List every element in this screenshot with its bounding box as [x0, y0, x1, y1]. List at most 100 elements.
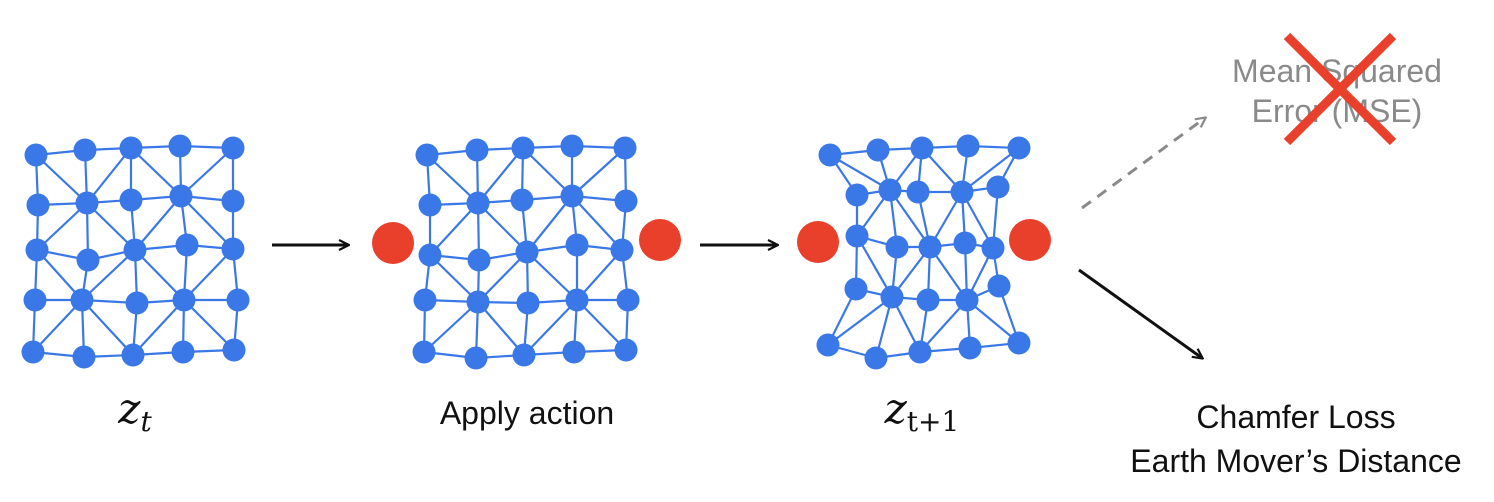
graph-apply-action-node — [560, 134, 584, 158]
graph-state-t1-node — [1007, 331, 1031, 355]
graph-state-t-edge — [81, 249, 136, 301]
graph-state-t1-node — [906, 180, 930, 204]
graph-state-t-node — [222, 338, 246, 362]
graph-apply-action-node — [413, 288, 437, 312]
graph-state-t1 — [816, 134, 1031, 370]
graph-apply-action-node — [614, 338, 638, 362]
graph-apply-action-node — [560, 184, 584, 208]
graph-state-t1-edge — [961, 147, 1020, 193]
graph-apply-action-node — [516, 291, 540, 315]
graph-state-t-node — [21, 340, 45, 364]
graph-apply-action-node — [418, 193, 442, 217]
graph-state-t-edge — [180, 147, 234, 197]
graph-state-t-edge — [180, 195, 234, 250]
graph-state-t1-node — [918, 235, 942, 259]
graph-state-t1-node — [845, 183, 869, 207]
graph-state-t-node — [121, 343, 145, 367]
graph-state-t-edge — [183, 248, 234, 301]
graph-state-t-node — [171, 340, 195, 364]
graph-apply-action-node — [614, 189, 638, 213]
graph-state-t1-node — [958, 336, 982, 360]
graph-state-t-node — [169, 184, 193, 208]
graph-apply-action-edge — [423, 301, 479, 353]
graph-state-t-edge — [134, 195, 182, 251]
graph-state-t1-node — [950, 180, 974, 204]
graph-state-t-node — [70, 288, 94, 312]
graph-state-t1-edge — [889, 189, 931, 248]
action-point-right-2 — [1009, 219, 1051, 261]
graph-apply-action-node — [418, 243, 442, 267]
graph-state-t1-edge — [919, 299, 968, 353]
graph-state-t-edge — [32, 299, 83, 353]
graph-state-t1-node — [953, 231, 977, 255]
dashed-arrow-to-mse — [1081, 118, 1205, 210]
label-mse-line2: Error (MSE) — [1252, 93, 1423, 129]
graph-state-t-edge — [183, 299, 235, 351]
graph-state-t1-node — [956, 134, 980, 158]
graph-state-t1-node — [981, 236, 1005, 260]
graph-state-t-node — [119, 188, 143, 212]
graph-state-t1-edge — [827, 296, 893, 346]
graph-apply-action-node — [515, 240, 539, 264]
graph-apply-action-node — [510, 188, 534, 212]
graph-apply-action-node — [565, 288, 589, 312]
label-apply-action: Apply action — [440, 395, 614, 431]
graph-state-t-node — [73, 138, 97, 162]
graph-state-t1-node — [845, 224, 869, 248]
graph-apply-action-node — [562, 340, 586, 364]
graph-apply-action-edge — [426, 154, 479, 204]
label-state-t1: zt+1 — [884, 384, 960, 438]
graph-state-t-node — [23, 288, 47, 312]
graph-apply-action-edge — [477, 202, 528, 253]
graph-state-t1-node — [987, 274, 1011, 298]
graph-state-t-node — [221, 136, 245, 160]
graph-apply-action-edge — [571, 195, 623, 251]
graph-apply-action-edge — [477, 251, 528, 303]
graph-apply-action-edge — [429, 202, 479, 256]
graph-state-t1-edge — [829, 154, 891, 191]
graph-state-t-node — [168, 134, 192, 158]
graph-state-t-edge — [132, 299, 185, 356]
graph-apply-action-node — [466, 191, 490, 215]
graph-state-t1-edge — [856, 235, 893, 298]
action-point-left-2 — [797, 221, 839, 263]
graph-state-t-node — [76, 248, 100, 272]
graph-state-t1-node — [910, 136, 934, 160]
graph-apply-action-node — [465, 138, 489, 162]
graph-state-t1-node — [880, 285, 904, 309]
graph-state-t-node — [221, 237, 245, 261]
graph-state-t1-node — [955, 288, 979, 312]
graph-apply-action-node — [512, 343, 536, 367]
graph-apply-action-node — [616, 288, 640, 312]
graph-state-t-edge — [81, 299, 134, 356]
graph-state-t-node — [25, 238, 49, 262]
graph-state-t-node — [125, 291, 149, 315]
graph-state-t1-node — [986, 175, 1010, 199]
graph-state-t-node — [119, 136, 143, 160]
graph-state-t-node — [175, 233, 199, 257]
graph-state-t — [21, 134, 250, 369]
graph-state-t1-node — [878, 178, 902, 202]
graph-apply-action-edge — [477, 147, 524, 204]
label-chamfer-loss: Chamfer Loss — [1196, 399, 1395, 435]
graph-apply-action-edge — [571, 147, 626, 197]
graph-state-t-node — [24, 143, 48, 167]
graph-state-t-edge — [130, 147, 182, 197]
graph-state-t1-node — [866, 138, 890, 162]
graph-state-t-node — [75, 191, 99, 215]
graph-state-t-node — [221, 189, 245, 213]
graph-state-t-node — [72, 345, 96, 369]
graph-apply-action-node — [565, 233, 589, 257]
graph-state-t1-node — [908, 340, 932, 364]
graph-state-t1-node — [885, 235, 909, 259]
graph-state-t1-node — [844, 277, 868, 301]
graph-apply-action-node — [613, 136, 637, 160]
label-state-t: zt — [117, 384, 152, 438]
graph-apply-action-node — [415, 143, 439, 167]
graph-state-t-node — [26, 193, 50, 217]
graph-state-t1-node — [818, 143, 842, 167]
graph-apply-action-node — [466, 290, 490, 314]
arrow-to-losses — [1078, 268, 1202, 358]
graph-state-t1-node — [1007, 136, 1031, 160]
